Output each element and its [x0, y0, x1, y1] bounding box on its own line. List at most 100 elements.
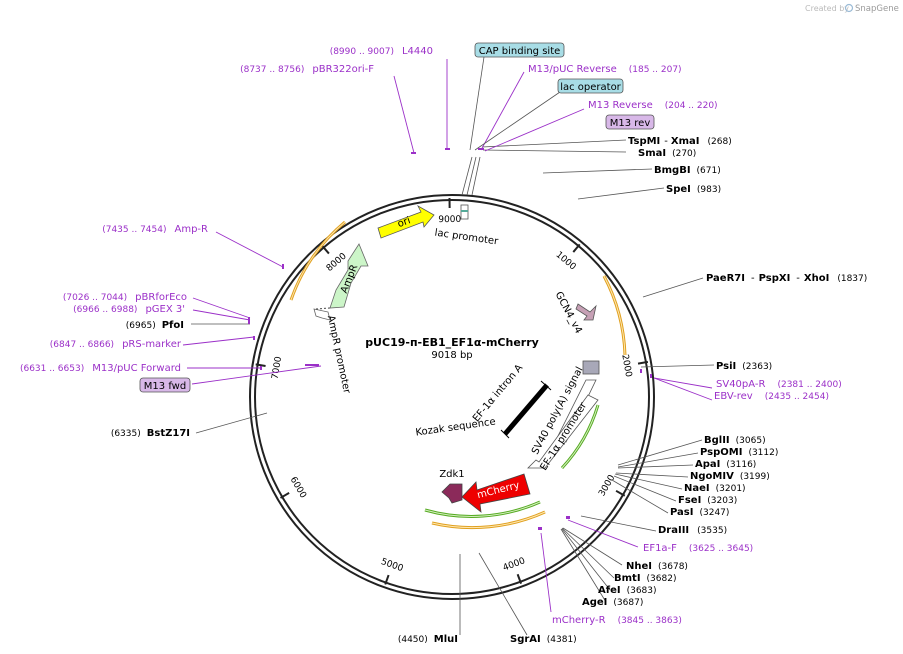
primer-ebv-rev[interactable]: EBV-rev: [714, 391, 753, 402]
m13-rev-label: M13 rev: [610, 118, 651, 129]
enzyme-bmti[interactable]: BmtI: [614, 573, 641, 584]
svg-text:(6335)BstZ17I: (6335) BstZ17I: [111, 428, 190, 439]
enzyme-psii[interactable]: PsiI: [716, 361, 736, 372]
primer-mcherry-r[interactable]: mCherry-R: [552, 615, 606, 626]
primer-m13-reverse-range: (204 .. 220): [665, 101, 718, 111]
green-arc-bottom-highlight: [424, 501, 541, 517]
svg-text:M13 Reverse(204 .. 220): M13 Reverse (204 .. 220): [588, 100, 718, 111]
tick-label-9000: 9000: [438, 215, 461, 225]
orange-arc-right-highlight: [603, 275, 626, 356]
enzyme-bstz17i[interactable]: BstZ17I: [147, 428, 190, 439]
primer-sv40pa-r[interactable]: SV40pA-R: [716, 379, 765, 390]
enzyme-pspxi[interactable]: PspXI: [759, 273, 791, 284]
primer-l4440[interactable]: L4440: [402, 46, 433, 57]
primer-pbr322ori[interactable]: pBR322ori-F: [312, 64, 374, 75]
zdk1-feature[interactable]: [441, 483, 463, 504]
ef1a-intron-label: EF-1α intron A: [471, 362, 525, 424]
enzyme-agei[interactable]: AgeI: [582, 597, 607, 608]
enzyme-labels: TspMI-XmaI(268) SmaI(270) BmgBI(671) Spe…: [111, 136, 867, 645]
tick-label-5000: 5000: [379, 557, 404, 574]
kozak-label: Kozak sequence: [415, 416, 496, 438]
tick-1000: [572, 243, 581, 253]
enzyme-pfoi[interactable]: PfoI: [162, 320, 184, 331]
tick-label-7000: 7000: [271, 356, 285, 381]
primer-m13puc-reverse-range: (185 .. 207): [629, 65, 682, 75]
lac-promoter-label: lac promoter: [434, 228, 500, 248]
enzyme-smai[interactable]: SmaI: [638, 148, 666, 159]
primer-ef1a-f[interactable]: EF1a-F: [643, 543, 677, 554]
svg-text:SV40pA-R(2381 .. 2400): SV40pA-R(2381 .. 2400): [716, 379, 842, 390]
enzyme-mlui[interactable]: MluI: [434, 634, 458, 645]
enzyme-sgrai[interactable]: SgrAI: [510, 634, 541, 645]
tick-label-3000: 3000: [597, 473, 617, 498]
gcn4-label: GCN4_v4: [553, 290, 584, 336]
enzyme-xhoi[interactable]: XhoI: [804, 273, 829, 284]
svg-text:(6965)PfoI: (6965) PfoI: [126, 320, 184, 331]
ori-feature[interactable]: [377, 205, 435, 239]
svg-text:FseI(3203): FseI (3203): [678, 495, 737, 506]
ef1a-intron-end-mark: [540, 380, 552, 391]
tick-label-1000: 1000: [554, 250, 578, 273]
backbone-outer: [249, 194, 655, 600]
enzyme-bstz17i-pos: (6335): [111, 429, 141, 439]
enzyme-tspmi[interactable]: TspMI: [628, 136, 660, 147]
m13-rev-box[interactable]: [605, 114, 655, 130]
primer-m13puc-reverse[interactable]: M13/pUC Reverse: [528, 64, 617, 75]
gcn4-feature[interactable]: [575, 303, 597, 321]
enzyme-apai-pos: (3116): [726, 460, 756, 470]
enzyme-naei[interactable]: NaeI: [684, 483, 710, 494]
plasmid-length: 9018 bp: [431, 350, 472, 361]
lac-operator-box[interactable]: [557, 78, 624, 94]
enzyme-paer7i[interactable]: PaeR7I: [706, 273, 745, 284]
svg-text:(6631 .. 6653)M13/pUC Forward: (6631 .. 6653) M13/pUC Forward: [20, 363, 181, 374]
m13-fwd-box[interactable]: [139, 377, 191, 393]
plasmid-name: pUC19-п-EB1_EF1α-mCherry: [365, 336, 539, 349]
mcherry-feature[interactable]: [461, 473, 531, 513]
enzyme-xmai[interactable]: XmaI: [671, 136, 700, 147]
cap-binding-site-box[interactable]: [474, 42, 565, 58]
enzyme-bmgbi[interactable]: BmgBI: [654, 165, 691, 176]
enzyme-spei[interactable]: SpeI: [666, 184, 691, 195]
green-arc-right-highlight: [561, 404, 599, 469]
enzyme-draiii[interactable]: DraIII: [658, 525, 689, 536]
enzyme-afei[interactable]: AfeI: [598, 585, 621, 596]
primer-m13-reverse[interactable]: M13 Reverse: [588, 100, 653, 111]
cap-binding-site-label: CAP binding site: [479, 46, 561, 57]
svg-text:SmaI(270): SmaI(270): [638, 148, 696, 159]
svg-text:ApaI(3116): ApaI (3116): [695, 459, 756, 470]
enzyme-pfoi-pos: (6965): [126, 321, 156, 331]
primer-prs-marker[interactable]: pRS-marker: [122, 339, 182, 350]
ori-label: ori: [396, 215, 412, 230]
enzyme-pasi-pos: (3247): [699, 508, 729, 518]
enzyme-pasi[interactable]: PasI: [670, 507, 693, 518]
ef1a-promoter-feature[interactable]: [527, 394, 599, 469]
primer-amp-r[interactable]: Amp-R: [175, 224, 209, 235]
enzyme-connectors: [191, 139, 715, 636]
tick-label-6000: 6000: [288, 475, 308, 500]
enzyme-apai[interactable]: ApaI: [695, 459, 720, 470]
enzyme-naei-pos: (3201): [716, 484, 746, 494]
enzyme-afei-pos: (3683): [627, 586, 657, 596]
primer-m13puc-forward-range: (6631 .. 6653): [20, 364, 84, 374]
box-connectors: [461, 56, 561, 196]
enzyme-nhei[interactable]: NheI: [626, 561, 652, 572]
ef1a-intron-start-mark: [500, 429, 510, 439]
enzyme-fsei-pos: (3203): [707, 496, 737, 506]
enzyme-ngomiv[interactable]: NgoMIV: [690, 471, 734, 482]
enzyme-fsei[interactable]: FseI: [678, 495, 701, 506]
ef1a-intron-feature[interactable]: [503, 383, 549, 436]
primer-pgex3[interactable]: pGEX 3': [145, 304, 185, 315]
svg-text:PaeR7I-PspXI-XhoI(1837): PaeR7I-PspXI-XhoI(1837): [706, 273, 867, 284]
ampr-promoter-feature[interactable]: [313, 308, 331, 321]
svg-text:mCherry-R(3845 .. 3863): mCherry-R(3845 .. 3863): [552, 615, 682, 626]
primer-pbrforeco[interactable]: pBRforEco: [135, 292, 187, 303]
primer-l4440-range: (8990 .. 9007): [330, 47, 394, 57]
primer-m13puc-forward[interactable]: M13/pUC Forward: [92, 363, 181, 374]
enzyme-pspomi[interactable]: PspOMI: [700, 447, 742, 458]
ampr-feature[interactable]: [329, 243, 369, 309]
enzyme-agei-pos: (3687): [613, 598, 643, 608]
enzyme-nhei-pos: (3678): [658, 562, 688, 572]
enzyme-bglii[interactable]: BglII: [704, 435, 730, 446]
primer-ef1a-f-range: (3625 .. 3645): [689, 544, 753, 554]
